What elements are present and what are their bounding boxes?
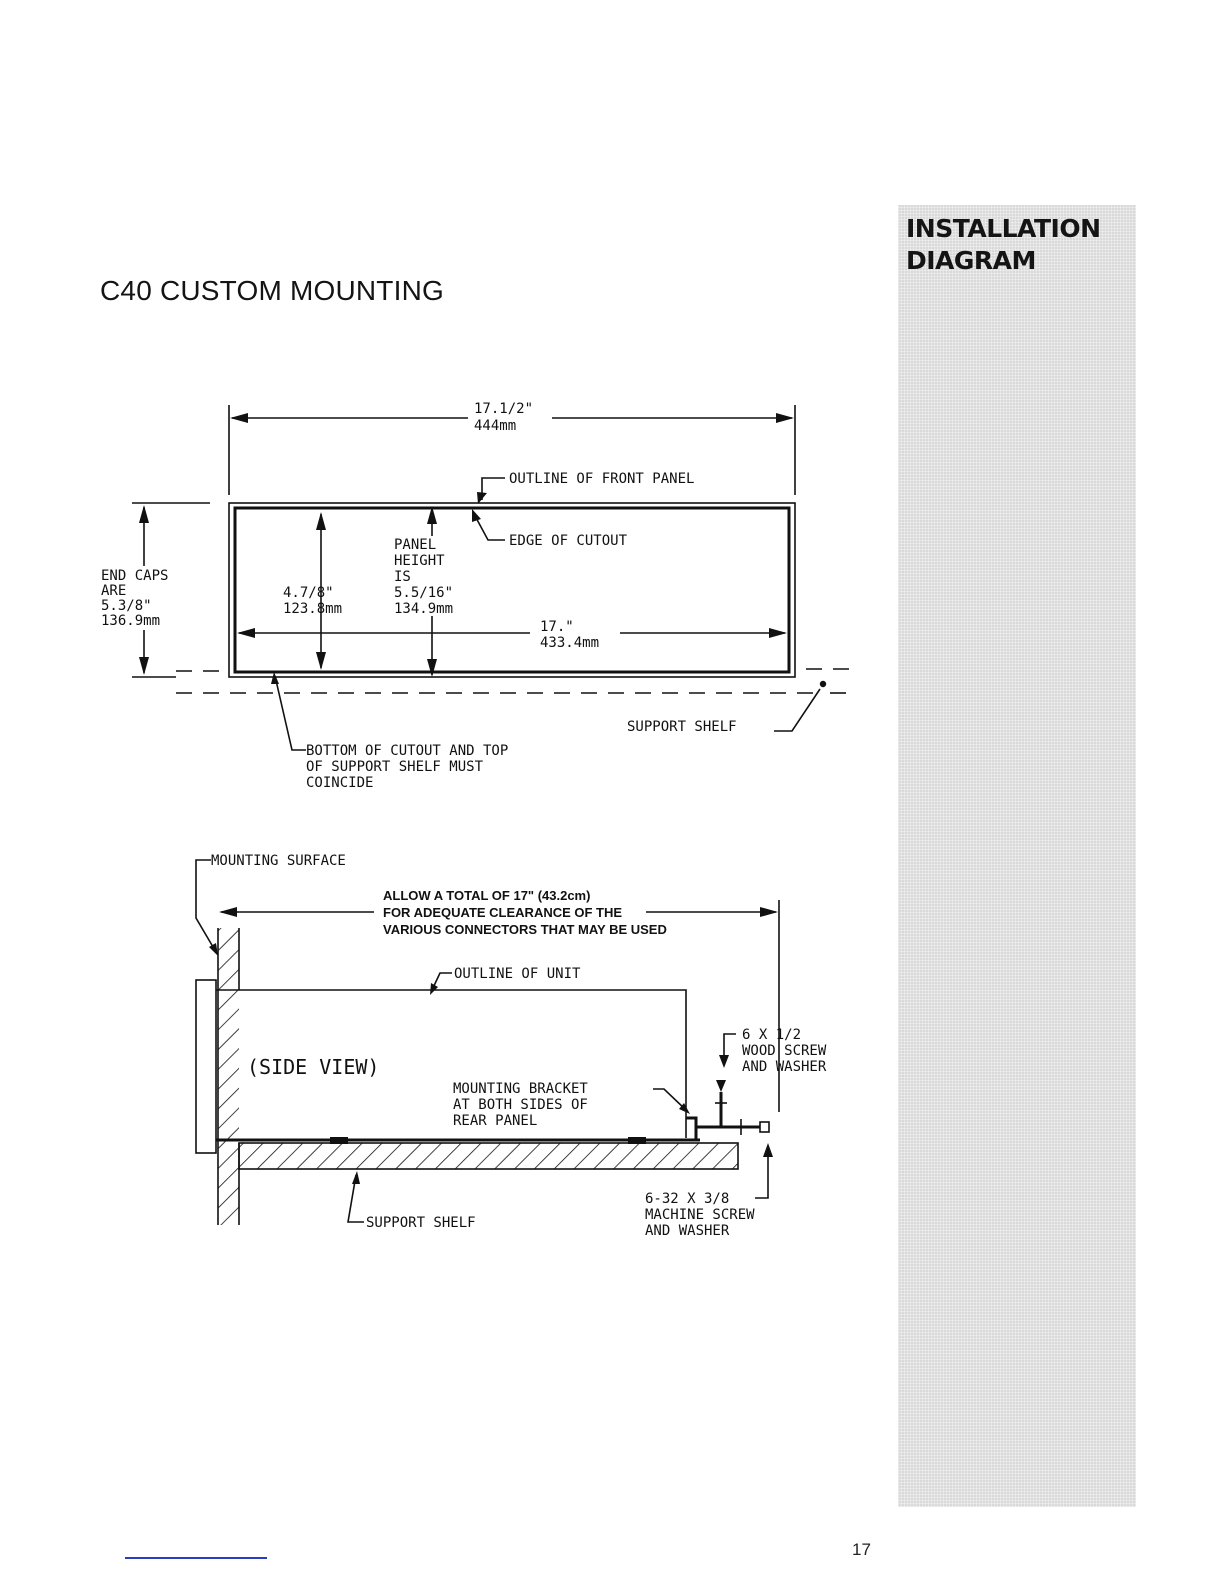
end-caps-line1: END CAPS <box>101 568 168 584</box>
outline-front-panel-label: OUTLINE OF FRONT PANEL <box>509 471 694 487</box>
mounting-bracket <box>686 1116 698 1140</box>
end-caps-in: 5.3/8" <box>101 598 152 614</box>
panel-height-mm: 134.9mm <box>394 601 453 617</box>
sidebar-title: INSTALLATION DIAGRAM <box>906 213 1101 277</box>
bracket-leader <box>653 1088 687 1111</box>
panel-height-label-bg <box>390 536 472 616</box>
bottom-note-line3: COINCIDE <box>306 775 373 791</box>
front-view: 17.1/2" 444mm OUTLINE OF FRONT PANEL EDG… <box>98 401 850 791</box>
cutout-height-mm: 123.8mm <box>283 601 342 617</box>
bottom-note-leader <box>274 675 306 751</box>
clearance-line2: FOR ADEQUATE CLEARANCE OF THE <box>383 905 622 920</box>
machine-screw-line3: AND WASHER <box>645 1223 730 1239</box>
support-shelf-label-side: SUPPORT SHELF <box>366 1215 476 1231</box>
panel-height-line3: IS <box>394 569 411 585</box>
unit-foot <box>628 1137 646 1144</box>
cutout-height-in: 4.7/8" <box>283 585 334 601</box>
outline-of-unit-label: OUTLINE OF UNIT <box>454 966 581 982</box>
end-caps-label-bg <box>98 566 194 630</box>
unit-foot <box>330 1137 348 1144</box>
arrowhead <box>139 657 149 675</box>
clearance-line1: ALLOW A TOTAL OF 17" (43.2cm) <box>383 888 590 903</box>
arrowhead <box>209 943 218 956</box>
arrowhead <box>472 509 481 522</box>
machine-screw-line2: MACHINE SCREW <box>645 1207 755 1223</box>
side-view: MOUNTING SURFACE ALLOW A TOTAL OF 17" (4… <box>195 853 827 1239</box>
support-shelf-outline <box>238 1142 739 1170</box>
arrowhead <box>271 672 279 684</box>
edge-of-cutout-label: EDGE OF CUTOUT <box>509 533 628 549</box>
wood-screw-line1: 6 X 1/2 <box>742 1027 801 1043</box>
bracket-line1: MOUNTING BRACKET <box>453 1081 588 1097</box>
bottom-note-line1: BOTTOM OF CUTOUT AND TOP <box>306 743 508 759</box>
sidebar-panel: INSTALLATION DIAGRAM <box>898 205 1136 1507</box>
machine-screw-head <box>759 1121 770 1133</box>
front-panel-profile <box>195 979 217 1154</box>
arrowhead <box>477 492 487 504</box>
arrowhead <box>427 659 437 677</box>
support-shelf-leader-side <box>347 1174 364 1223</box>
support-shelf-leader <box>774 688 821 732</box>
arrowhead <box>427 506 437 524</box>
cutout-width-mm: 433.4mm <box>540 635 599 651</box>
cutout-leader <box>473 513 505 541</box>
bracket-line3: REAR PANEL <box>453 1113 537 1129</box>
mounting-surface-leader <box>195 859 217 953</box>
mounting-surface-wall <box>218 928 239 1225</box>
footer-rule <box>125 1557 267 1559</box>
arrowhead <box>719 1055 729 1068</box>
front-panel-outline <box>228 502 796 678</box>
arrowhead <box>776 413 794 423</box>
end-caps-line2: ARE <box>101 583 126 599</box>
outline-leader <box>481 477 505 500</box>
arrowhead <box>760 907 778 917</box>
arrowhead <box>769 628 787 638</box>
sidebar-title-line2: DIAGRAM <box>906 246 1036 275</box>
panel-height-line1: PANEL <box>394 537 436 553</box>
arrowhead <box>139 505 149 523</box>
wood-screw-line2: WOOD SCREW <box>742 1043 827 1059</box>
side-view-label: (SIDE VIEW) <box>247 1055 379 1079</box>
end-caps-mm: 136.9mm <box>101 613 160 629</box>
wood-screw-leader <box>723 1033 736 1062</box>
mounting-surface-label: MOUNTING SURFACE <box>211 853 346 869</box>
page-title: C40 CUSTOM MOUNTING <box>100 275 444 306</box>
panel-height-in: 5.5/16" <box>394 585 453 601</box>
page-number: 17 <box>852 1540 871 1559</box>
wood-screw-head <box>716 1080 726 1092</box>
machine-screw-leader <box>755 1150 769 1199</box>
support-shelf-label-front: SUPPORT SHELF <box>627 719 737 735</box>
arrowhead <box>352 1171 360 1184</box>
outline-unit-leader <box>431 972 452 991</box>
arrowhead <box>230 413 248 423</box>
machine-screw-line1: 6-32 X 3/8 <box>645 1191 729 1207</box>
shelf-point <box>819 680 827 688</box>
arrowhead <box>679 1103 690 1114</box>
arrowhead <box>219 907 237 917</box>
cutout-width-in: 17." <box>540 619 574 635</box>
bottom-note-line2: OF SUPPORT SHELF MUST <box>306 759 484 775</box>
arrowhead <box>763 1143 773 1157</box>
support-shelf <box>239 1143 738 1169</box>
panel-height-line2: HEIGHT <box>394 553 445 569</box>
wood-screw-line3: AND WASHER <box>742 1059 827 1075</box>
arrowhead <box>316 652 326 670</box>
overall-width-mm: 444mm <box>474 418 516 434</box>
bracket-line2: AT BOTH SIDES OF <box>453 1097 588 1113</box>
overall-width-in: 17.1/2" <box>474 401 533 417</box>
arrowhead <box>430 983 438 995</box>
arrowhead <box>237 628 255 638</box>
cutout-edge <box>233 506 791 674</box>
unit-outline <box>216 989 687 1138</box>
sidebar-title-line1: INSTALLATION <box>906 214 1101 243</box>
clearance-line3: VARIOUS CONNECTORS THAT MAY BE USED <box>383 922 667 937</box>
arrowhead <box>316 512 326 530</box>
